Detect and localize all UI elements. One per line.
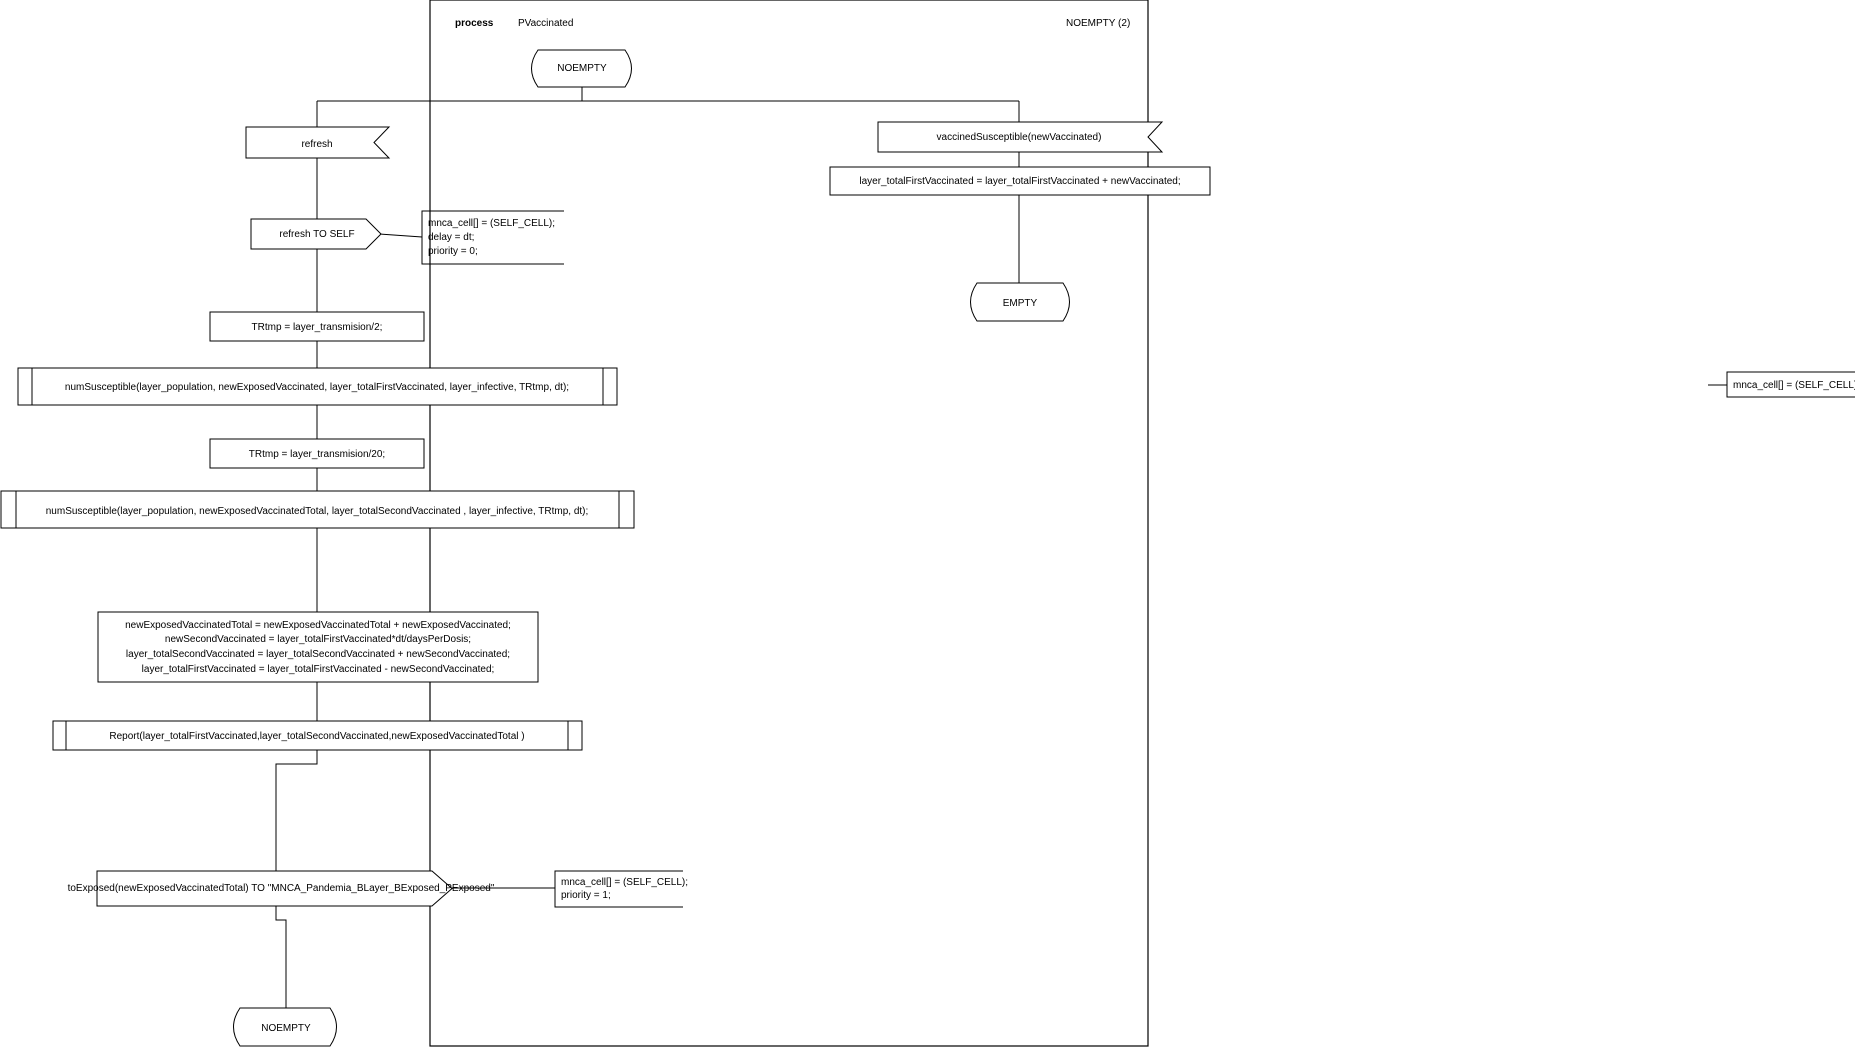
svg-text:priority = 0;: priority = 0; [428,246,478,257]
task-trtmp-half: TRtmp = layer_transmision/2; [209,311,425,342]
svg-text:refresh: refresh [301,139,332,150]
svg-text:Report(layer_totalFirstVaccina: Report(layer_totalFirstVaccinated,layer_… [109,731,524,742]
input-signal-refresh: refresh [245,126,391,159]
procedure-call-numsusceptible-2: numSusceptible(layer_population, newExpo… [0,490,635,529]
svg-text:layer_totalSecondVaccinated =: layer_totalSecondVaccinated = layer_tota… [126,649,510,660]
svg-text:refresh TO SELF: refresh TO SELF [279,229,354,240]
svg-text:NOEMPTY: NOEMPTY [261,1023,311,1034]
svg-text:delay = dt;: delay = dt; [428,232,474,243]
procedure-call-numsusceptible-1: numSusceptible(layer_population, newExpo… [17,367,618,406]
svg-text:numSusceptible(layer_populatio: numSusceptible(layer_population, newExpo… [46,506,589,517]
svg-text:TRtmp = layer_transmision/20;: TRtmp = layer_transmision/20; [249,449,385,460]
comment-refresh-params: mnca_cell[] = (SELF_CELL); delay = dt; p… [421,210,564,265]
input-signal-vaccined-susceptible: vaccinedSusceptible(newVaccinated) [877,121,1164,153]
svg-text:EMPTY: EMPTY [1003,298,1038,309]
process-keyword: process [455,18,494,29]
comment-to-exposed-params: mnca_cell[] = (SELF_CELL); priority = 1; [554,870,688,908]
task-trtmp-twentieth: TRtmp = layer_transmision/20; [209,438,425,469]
svg-text:toExposed(newExposedVaccinated: toExposed(newExposedVaccinatedTotal) TO … [68,883,495,894]
state-noempty-end: NOEMPTY [233,1007,337,1047]
output-signal-refresh-to-self: refresh TO SELF [250,218,382,250]
svg-text:layer_totalFirstVaccinated = l: layer_totalFirstVaccinated = layer_total… [142,664,495,675]
svg-text:TRtmp = layer_transmision/2;: TRtmp = layer_transmision/2; [252,322,383,333]
state-empty: EMPTY [970,282,1070,322]
svg-text:layer_totalFirstVaccinated = l: layer_totalFirstVaccinated = layer_total… [859,176,1180,187]
output-signal-to-exposed: toExposed(newExposedVaccinatedTotal) TO … [68,870,495,907]
svg-text:mnca_cell[] = (SELF_CELL);: mnca_cell[] = (SELF_CELL); [561,877,688,888]
svg-text:mnca_cell[] = (SELF_CELL);: mnca_cell[] = (SELF_CELL); [1733,380,1855,391]
svg-text:NOEMPTY: NOEMPTY [557,63,607,74]
page-label: NOEMPTY (2) [1066,18,1130,29]
svg-text:vaccinedSusceptible(newVaccina: vaccinedSusceptible(newVaccinated) [937,132,1102,143]
process-name: PVaccinated [518,18,573,29]
svg-text:newExposedVaccinatedTotal = ne: newExposedVaccinatedTotal = newExposedVa… [125,620,511,631]
svg-text:newSecondVaccinated = layer_to: newSecondVaccinated = layer_totalFirstVa… [165,634,471,645]
svg-text:mnca_cell[] = (SELF_CELL);: mnca_cell[] = (SELF_CELL); [428,218,555,229]
svg-text:priority = 1;: priority = 1; [561,890,611,901]
task-vaccination-update: newExposedVaccinatedTotal = newExposedVa… [97,611,539,683]
svg-text:numSusceptible(layer_populatio: numSusceptible(layer_population, newExpo… [65,382,569,393]
state-noempty-start: NOEMPTY [531,49,632,88]
flow-lines [275,87,1727,1008]
procedure-call-report: Report(layer_totalFirstVaccinated,layer_… [52,720,583,751]
task-first-vaccinated-update: layer_totalFirstVaccinated = layer_total… [829,166,1211,196]
comment-offpage-cell: mnca_cell[] = (SELF_CELL); [1726,371,1855,398]
